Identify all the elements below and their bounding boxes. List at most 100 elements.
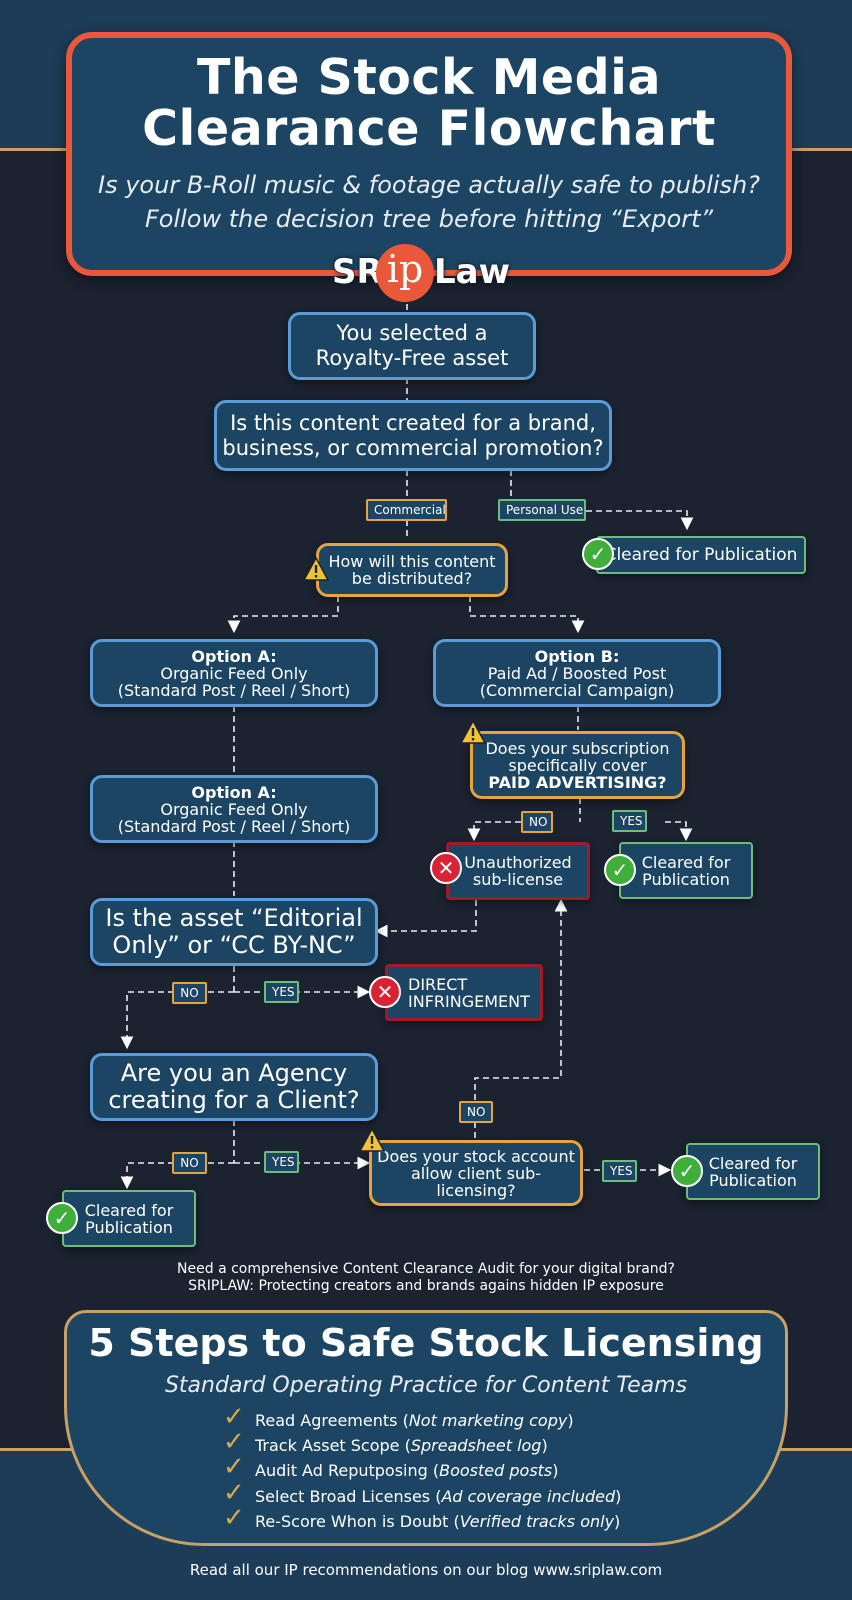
checkmark-icon: ✓	[223, 1452, 245, 1482]
paid-question-box: Does your subscription specifically cove…	[470, 731, 685, 799]
title-line-1: The Stock Media	[196, 49, 662, 106]
option-a-line-2: (Standard Post / Reel / Short)	[117, 680, 351, 700]
distribution-question-line-1: How will this content	[328, 552, 496, 571]
infringement-box: DIRECT INFRINGEMENT	[385, 964, 543, 1021]
sublicense-question-line-1: Does your stock account	[377, 1146, 575, 1166]
logo-sr: SR	[332, 252, 383, 292]
connector-personal-cleared	[586, 510, 694, 531]
tag-no-paid: NO	[521, 811, 553, 833]
cleared-agency-box: Cleared for Publication	[62, 1190, 196, 1247]
step-text: Re-Score Whon is Doubt (Verified tracks …	[255, 1512, 621, 1531]
cleared-agency-line-2: Publication	[85, 1217, 173, 1237]
cleared-paid-box: Cleared for Publication	[619, 842, 753, 899]
tag-commercial: Commercial	[366, 499, 447, 521]
agency-question-line-2: creating for a Client?	[108, 1086, 360, 1114]
editorial-question-box: Is the asset “Editorial Only” or “CC BY-…	[90, 898, 378, 966]
title-line-2: Clearance Flowchart	[142, 100, 716, 157]
option-b-box: Option B: Paid Ad / Boosted Post (Commer…	[433, 639, 721, 707]
paid-question-line-1: Does your subscription	[485, 738, 670, 758]
tag-yes-sublicense: YES	[602, 1160, 637, 1182]
start-line-2: Royalty-Free asset	[315, 346, 509, 370]
connector-option-a	[227, 596, 339, 634]
tag-personal-use: Personal Use	[498, 499, 586, 521]
connector-paid-no	[467, 821, 521, 842]
editorial-question-line-2: Only” or “CC BY-NC”	[112, 931, 356, 959]
agency-question-line-1: Are you an Agency	[120, 1059, 348, 1087]
checkmark-icon: ✓	[223, 1478, 245, 1508]
distribution-question-box: How will this content be distributed?	[316, 543, 508, 597]
option-a-repeat-box: Option A: Organic Feed Only (Standard Po…	[90, 775, 378, 843]
commercial-question-box: Is this content created for a brand, bus…	[214, 400, 612, 471]
audit-note-line-2: SRIPLAW: Protecting creators and brands …	[188, 1278, 664, 1294]
check-icon: ✓	[604, 854, 636, 886]
connector-unauthorized-editorial	[374, 900, 477, 938]
x-icon: ✕	[369, 976, 401, 1008]
unauthorized-box: Unauthorized sub-license	[446, 842, 590, 900]
connector-paid-yes	[665, 821, 693, 842]
header-panel: The Stock Media Clearance Flowchart Is y…	[66, 32, 792, 276]
start-box: You selected a Royalty-Free asset	[288, 312, 536, 380]
commercial-question-line-1: Is this content created for a brand,	[230, 410, 596, 435]
sublicense-question-line-2: allow client sub-licensing?	[410, 1163, 542, 1200]
tag-yes-paid: YES	[612, 810, 647, 832]
steps-subtitle: Standard Operating Practice for Content …	[164, 1373, 688, 1398]
logo-ip: ip	[376, 244, 434, 302]
agency-question-box: Are you an Agency creating for a Client?	[90, 1053, 378, 1121]
infringement-line-2: INFRINGEMENT	[408, 991, 530, 1011]
option-a2-line-2: (Standard Post / Reel / Short)	[117, 816, 351, 836]
page-subtitle: Is your B-Roll music & footage actually …	[72, 168, 786, 236]
sriplaw-logo: SR ip Law	[330, 244, 520, 304]
option-a-line-1: Organic Feed Only	[160, 663, 308, 683]
option-b-line-2: (Commercial Campaign)	[479, 680, 675, 700]
commercial-question-line-2: business, or commercial promotion?	[222, 435, 604, 460]
connector-sublicense-no	[474, 898, 568, 1100]
steps-title: 5 Steps to Safe Stock Licensing	[88, 1321, 764, 1365]
subtitle-line-2: Follow the decision tree before hitting …	[144, 205, 714, 233]
cleared-personal-label: Cleared for Publication	[604, 545, 798, 565]
cleared-paid-line-1: Cleared for	[641, 852, 731, 872]
option-a-box: Option A: Organic Feed Only (Standard Po…	[90, 639, 378, 707]
distribution-question-line-2: be distributed?	[351, 569, 473, 588]
warning-icon	[460, 720, 486, 744]
blog-link[interactable]: Read all our IP recommendations on our b…	[189, 1561, 663, 1579]
cleared-sublicense-line-2: Publication	[709, 1170, 797, 1190]
sublicense-question-box: Does your stock account allow client sub…	[369, 1140, 583, 1206]
option-b-line-1: Paid Ad / Boosted Post	[487, 663, 667, 683]
unauthorized-line-2: sub-license	[472, 870, 564, 889]
tag-no-agency: NO	[172, 1152, 207, 1174]
check-icon: ✓	[671, 1155, 703, 1187]
option-b-title: Option B:	[534, 646, 620, 666]
tag-yes-agency: YES	[264, 1151, 299, 1173]
logo-law: Law	[434, 252, 511, 292]
warning-icon	[359, 1128, 385, 1152]
step-text: Select Broad Licenses (Ad coverage inclu…	[255, 1487, 622, 1506]
paid-question-line-3: PAID ADVERTISING?	[488, 772, 667, 792]
checkmark-icon: ✓	[223, 1503, 245, 1533]
infringement-line-1: DIRECT	[408, 974, 468, 994]
check-icon: ✓	[582, 538, 614, 570]
tag-no-editorial: NO	[172, 982, 207, 1004]
cleared-sublicense-box: Cleared for Publication	[686, 1143, 820, 1200]
audit-note-line-1: Need a comprehensive Content Clearance A…	[177, 1261, 675, 1277]
checkmark-icon: ✓	[223, 1427, 245, 1457]
cleared-paid-line-2: Publication	[642, 869, 730, 889]
tag-no-sublicense: NO	[459, 1101, 493, 1123]
x-icon: ✕	[430, 852, 462, 884]
subtitle-line-1: Is your B-Roll music & footage actually …	[98, 171, 760, 199]
step-text: Track Asset Scope (Spreadsheet log)	[255, 1436, 548, 1455]
page-title: The Stock Media Clearance Flowchart	[72, 52, 786, 154]
option-a-title: Option A:	[191, 646, 277, 666]
steps-panel: 5 Steps to Safe Stock Licensing Standard…	[64, 1310, 788, 1546]
connector-option-b	[469, 596, 585, 634]
cleared-sublicense-line-1: Cleared for	[708, 1153, 798, 1173]
option-a2-title: Option A:	[191, 782, 277, 802]
checkmark-icon: ✓	[223, 1402, 245, 1432]
cleared-agency-line-1: Cleared for	[84, 1200, 174, 1220]
unauthorized-line-1: Unauthorized	[464, 853, 572, 872]
paid-question-line-2: specifically cover	[508, 755, 647, 775]
warning-icon	[303, 557, 329, 581]
step-text: Audit Ad Reputposing (Boosted posts)	[255, 1461, 559, 1480]
start-line-1: You selected a	[336, 321, 488, 345]
step-text: Read Agreements (Not marketing copy)	[255, 1411, 574, 1430]
